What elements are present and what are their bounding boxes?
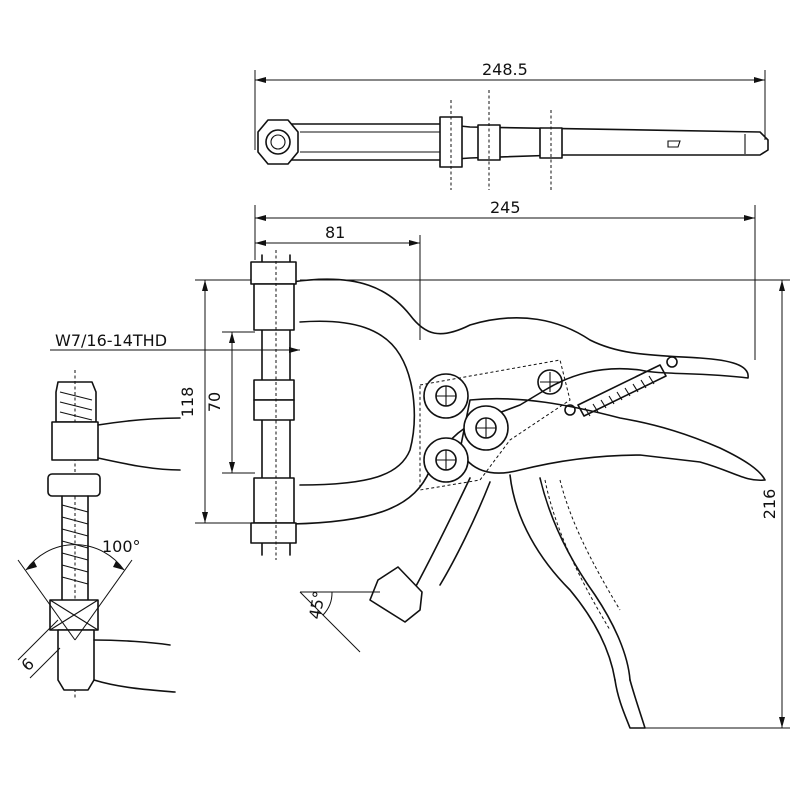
dim-245-label: 245 [490,198,521,217]
dim-118-label: 118 [178,387,197,418]
dim-216-label: 216 [760,489,779,520]
angle-45-label: 45° [305,589,329,620]
dim-248-5-label: 248.5 [482,60,528,79]
thread-spec-label: W7/16-14THD [55,331,167,350]
side-view: 245 81 118 70 W7/16-14THD 216 [50,198,790,729]
angle-100-label: 100° [102,537,141,556]
dim-81-label: 81 [325,223,345,242]
dim-70-label: 70 [205,392,224,412]
dim-6-label: 6 [17,654,38,675]
detail-view: 100° 6 [17,370,181,700]
top-view: 248.5 [254,60,769,190]
